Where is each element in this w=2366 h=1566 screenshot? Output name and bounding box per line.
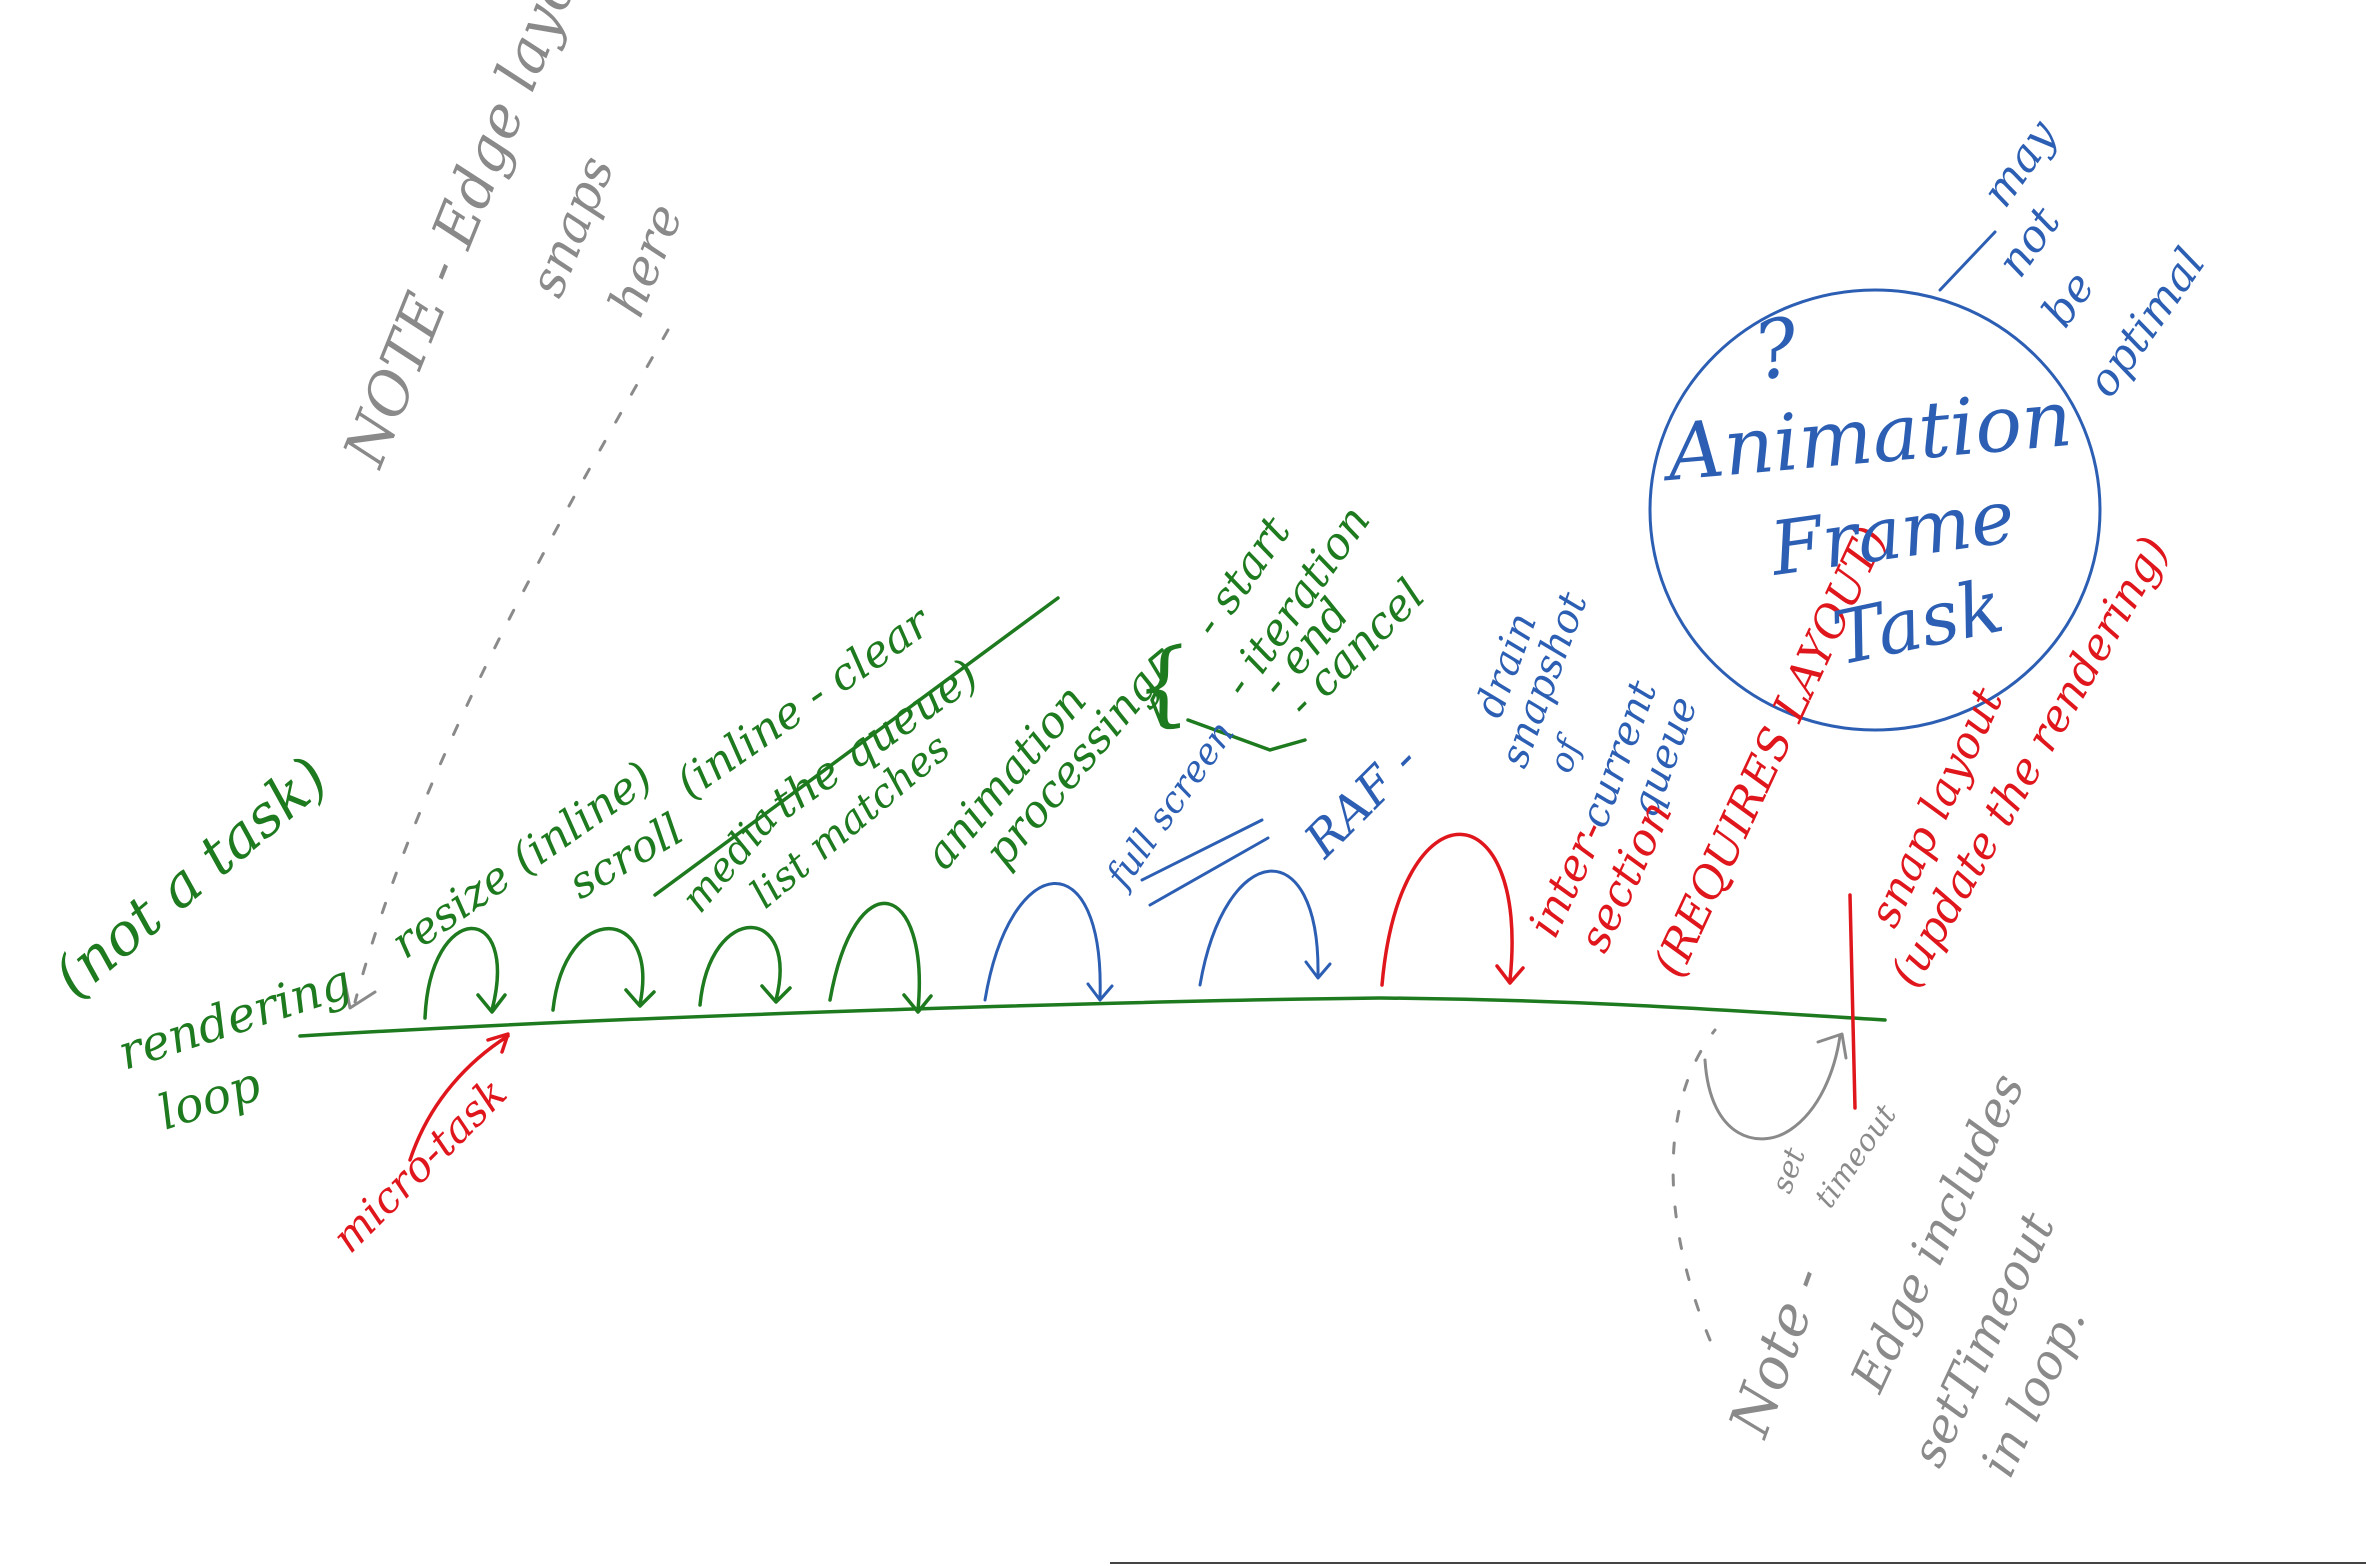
may-not-be-optimal-pointer <box>1938 230 1997 292</box>
loop-label: loop <box>151 1056 267 1141</box>
media-underline <box>653 596 1060 897</box>
blue-task-arches <box>983 869 1332 1002</box>
may-label: may <box>1972 110 2068 216</box>
intersection-arch <box>1380 832 1525 987</box>
brace-mark <box>1148 648 1307 752</box>
animation-frame-circle <box>1648 288 2102 732</box>
timeout-label: timeout <box>1808 1098 1904 1215</box>
animation-frame-label: Animation <box>1658 374 2076 500</box>
micro-task-label: micro-task <box>322 1068 516 1262</box>
rendering-loop-timeline <box>298 996 1887 1038</box>
edge-layout-dashed-arrow <box>353 328 670 1004</box>
green-task-arches <box>423 901 933 1020</box>
loop-end-marker <box>1848 893 1857 1110</box>
be-label: be <box>2032 263 2105 337</box>
raf-label: RAF - <box>1293 733 1429 869</box>
question-mark: ? <box>1747 299 1806 398</box>
settimeout-dashed-arrow <box>1671 1028 1717 1342</box>
edge-layout-arrowhead <box>342 976 377 1010</box>
note-label: Note - <box>1716 1258 1838 1447</box>
optimal-label: optimal <box>2077 239 2215 406</box>
micro-task-arrow <box>408 1032 510 1162</box>
fullscreen-underline <box>1140 818 1270 907</box>
of-label: of <box>1541 728 1592 778</box>
set-label: set <box>1765 1142 1814 1197</box>
here-label: here <box>597 196 694 325</box>
settimeout-loop-arrow <box>1703 1032 1848 1141</box>
